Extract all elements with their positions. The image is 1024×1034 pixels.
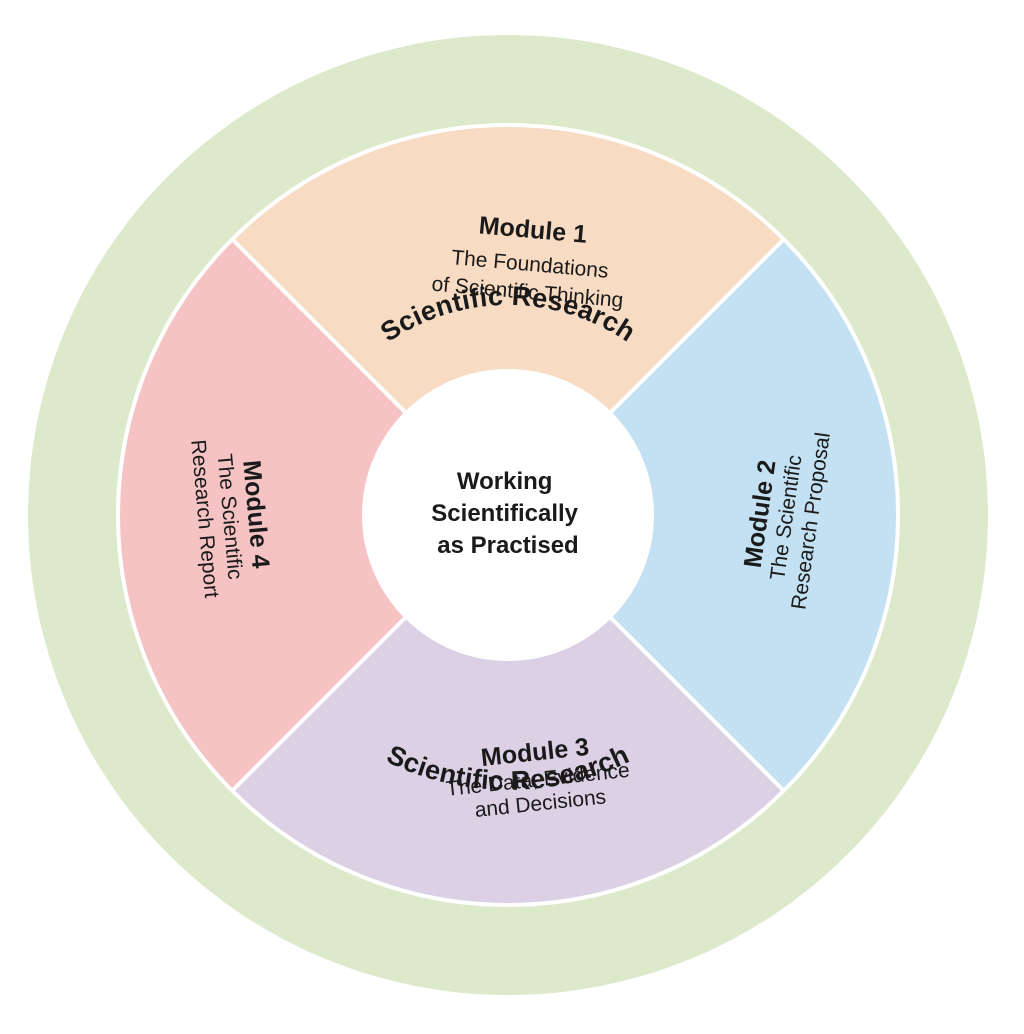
- center-line-1: Working: [457, 468, 553, 495]
- center-label: Working Scientifically as Practised: [431, 468, 584, 559]
- module-1-sector[interactable]: [232, 125, 784, 516]
- sector-outline: [116, 123, 900, 907]
- center-line-3: as Practised: [437, 532, 578, 559]
- center-circle: [362, 369, 654, 661]
- module-3-sector[interactable]: [232, 515, 784, 905]
- module-2-sector[interactable]: [508, 239, 898, 791]
- center-line-2: Scientifically: [431, 500, 578, 527]
- module-4-sector[interactable]: [118, 239, 509, 791]
